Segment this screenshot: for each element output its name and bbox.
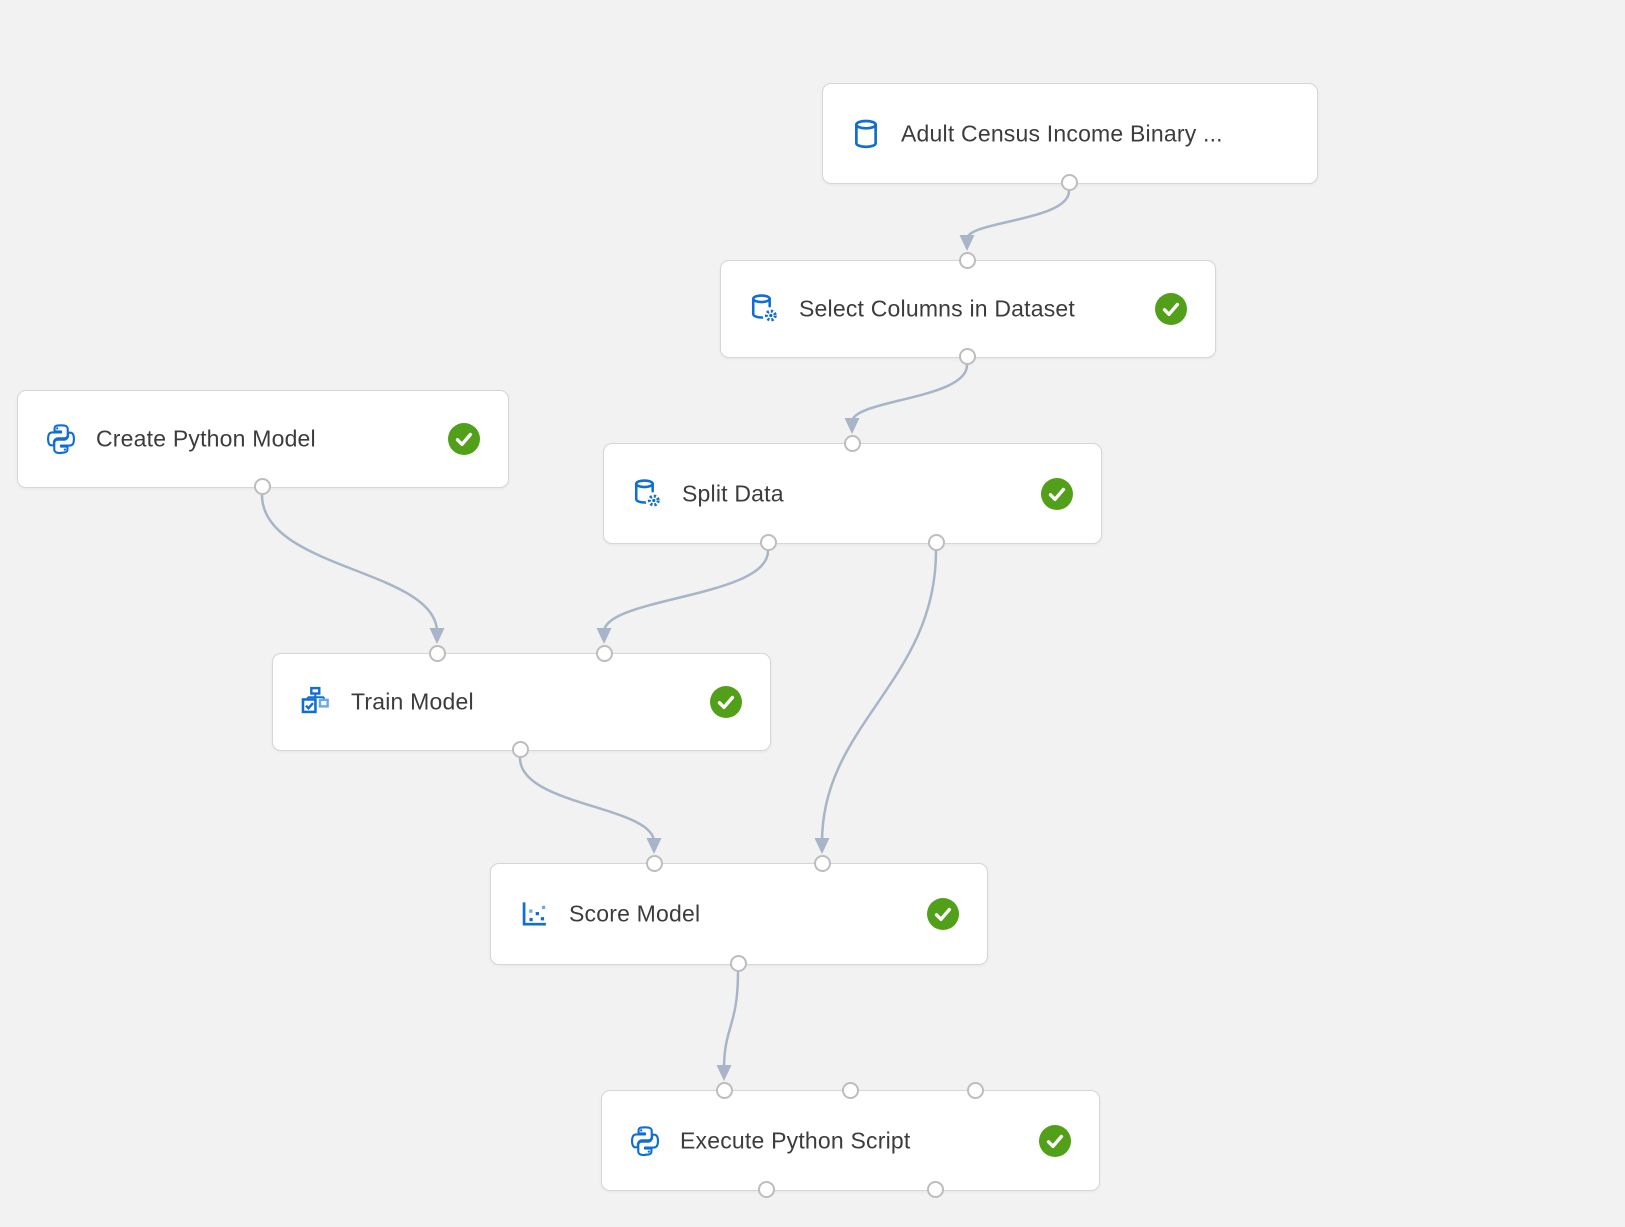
arrowhead-icon: [596, 628, 612, 644]
train-model-input-port-1[interactable]: [428, 644, 446, 662]
edge-split-data-to-train-model[interactable]: [596, 549, 770, 644]
select-columns-output-port-1[interactable]: [958, 347, 976, 365]
edge-split-data-to-score-model[interactable]: [814, 549, 938, 854]
create-python-model-output-port-1[interactable]: [253, 477, 271, 495]
edge-path[interactable]: [602, 549, 770, 634]
status-success-icon: [710, 686, 742, 718]
node-adult-census-income[interactable]: Adult Census Income Binary ...: [822, 83, 1318, 184]
node-label: Train Model: [351, 688, 474, 715]
database-gear-icon: [630, 477, 664, 511]
node-label: Create Python Model: [96, 425, 316, 452]
status-success-icon: [1039, 1124, 1071, 1157]
node-label: Execute Python Script: [680, 1127, 911, 1153]
edge-adult-census-income-to-select-columns[interactable]: [959, 189, 1071, 251]
train-model-output-port-1[interactable]: [511, 740, 529, 758]
edge-path[interactable]: [722, 970, 740, 1071]
status-success-icon: [1041, 477, 1073, 510]
node-select-columns[interactable]: Select Columns in Dataset: [720, 260, 1216, 358]
edge-path[interactable]: [260, 493, 439, 634]
python-icon: [628, 1124, 662, 1158]
edge-train-model-to-score-model[interactable]: [518, 756, 662, 854]
edge-path[interactable]: [820, 549, 938, 844]
adult-census-income-output-port-1[interactable]: [1060, 173, 1078, 191]
node-create-python-model[interactable]: Create Python Model: [17, 390, 509, 488]
score-model-output-port-1[interactable]: [729, 954, 747, 972]
edge-score-model-to-execute-python-script[interactable]: [716, 970, 740, 1081]
split-data-output-port-1[interactable]: [759, 533, 777, 551]
arrowhead-icon: [959, 235, 975, 251]
edge-select-columns-to-split-data[interactable]: [844, 363, 969, 434]
execute-python-script-output-port-1[interactable]: [757, 1180, 775, 1198]
status-success-icon: [1155, 293, 1187, 325]
node-split-data[interactable]: Split Data: [603, 443, 1102, 544]
execute-python-script-output-port-2[interactable]: [926, 1180, 944, 1198]
select-columns-input-port-1[interactable]: [958, 251, 976, 269]
node-train-model[interactable]: Train Model: [272, 653, 771, 751]
node-label: Score Model: [569, 900, 701, 927]
node-score-model[interactable]: Score Model: [490, 863, 988, 965]
arrowhead-icon: [716, 1065, 732, 1081]
split-data-output-port-2[interactable]: [927, 533, 945, 551]
model-train-icon: [299, 685, 333, 719]
scatter-plot-icon: [517, 897, 551, 931]
database-icon: [849, 117, 883, 151]
python-icon: [44, 422, 78, 456]
score-model-input-port-1[interactable]: [645, 854, 663, 872]
edge-path[interactable]: [518, 756, 656, 844]
node-label: Split Data: [682, 480, 784, 506]
edge-path[interactable]: [965, 189, 1071, 241]
execute-python-script-input-port-3[interactable]: [966, 1081, 984, 1099]
arrowhead-icon: [429, 628, 445, 644]
node-execute-python-script[interactable]: Execute Python Script: [601, 1090, 1100, 1191]
arrowhead-icon: [814, 838, 830, 854]
node-label: Adult Census Income Binary ...: [901, 120, 1223, 146]
arrowhead-icon: [844, 418, 860, 434]
score-model-input-port-2[interactable]: [813, 854, 831, 872]
edge-create-python-model-to-train-model[interactable]: [260, 493, 445, 644]
status-success-icon: [927, 898, 959, 930]
edge-path[interactable]: [850, 363, 969, 424]
execute-python-script-input-port-1[interactable]: [715, 1081, 733, 1099]
database-gear-icon: [747, 292, 781, 326]
train-model-input-port-2[interactable]: [595, 644, 613, 662]
arrowhead-icon: [646, 838, 662, 854]
split-data-input-port-1[interactable]: [843, 434, 861, 452]
node-label: Select Columns in Dataset: [799, 295, 1076, 322]
execute-python-script-input-port-2[interactable]: [841, 1081, 859, 1099]
status-success-icon: [448, 423, 480, 455]
